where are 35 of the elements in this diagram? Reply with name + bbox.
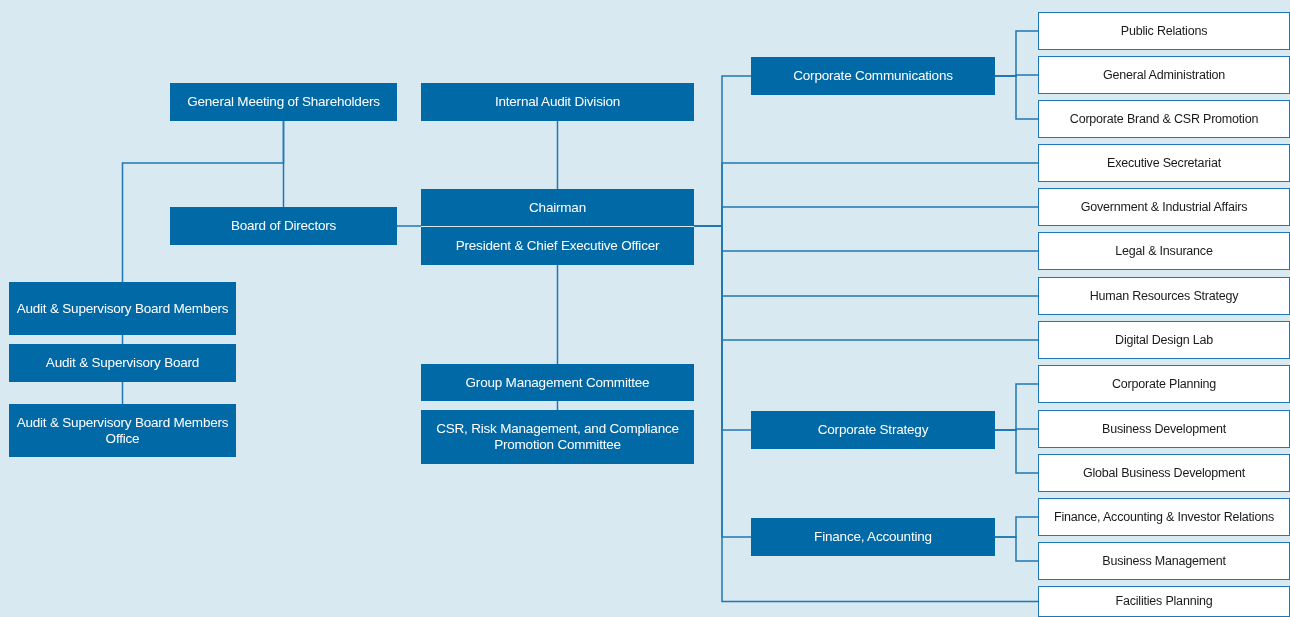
organization-box: General Meeting of Shareholders xyxy=(170,83,397,121)
organization-box: Chairman xyxy=(421,189,694,226)
connector-line xyxy=(994,429,1039,474)
organization-box: Internal Audit Division xyxy=(421,83,694,121)
connector-line xyxy=(556,264,559,365)
connector-line xyxy=(994,536,1039,562)
organization-box: CSR, Risk Management, and Compliance Promotion Committee xyxy=(421,410,694,464)
department-box: Business Development xyxy=(1038,410,1290,448)
organization-box: Corporate Communications xyxy=(751,57,995,95)
department-box: Facilities Planning xyxy=(1038,586,1290,617)
connector-line xyxy=(556,120,559,190)
department-box: Digital Design Lab xyxy=(1038,321,1290,359)
connector-line xyxy=(121,120,285,283)
organization-box: President & Chief Executive Officer xyxy=(421,227,694,265)
organization-box: Board of Directors xyxy=(170,207,397,245)
department-box: Corporate Brand & CSR Promotion xyxy=(1038,100,1290,138)
department-box: General Administration xyxy=(1038,56,1290,94)
department-box: Executive Secretariat xyxy=(1038,144,1290,182)
organization-box: Audit & Supervisory Board xyxy=(9,344,236,382)
organization-box: Finance, Accounting xyxy=(751,518,995,556)
department-box: Finance, Accounting & Investor Relations xyxy=(1038,498,1290,536)
connector-line xyxy=(396,225,422,227)
department-box: Government & Industrial Affairs xyxy=(1038,188,1290,226)
department-box: Global Business Development xyxy=(1038,454,1290,492)
connector-line xyxy=(994,75,1039,120)
department-box: Business Management xyxy=(1038,542,1290,580)
organization-box: Group Management Committee xyxy=(421,364,694,401)
connector-line xyxy=(121,381,124,405)
department-box: Legal & Insurance xyxy=(1038,232,1290,270)
organization-box: Corporate Strategy xyxy=(751,411,995,449)
department-box: Human Resources Strategy xyxy=(1038,277,1290,315)
department-box: Public Relations xyxy=(1038,12,1290,50)
organization-box: Audit & Supervisory Board Members xyxy=(9,282,236,335)
department-box: Corporate Planning xyxy=(1038,365,1290,403)
organization-box: Audit & Supervisory Board Members Office xyxy=(9,404,236,457)
